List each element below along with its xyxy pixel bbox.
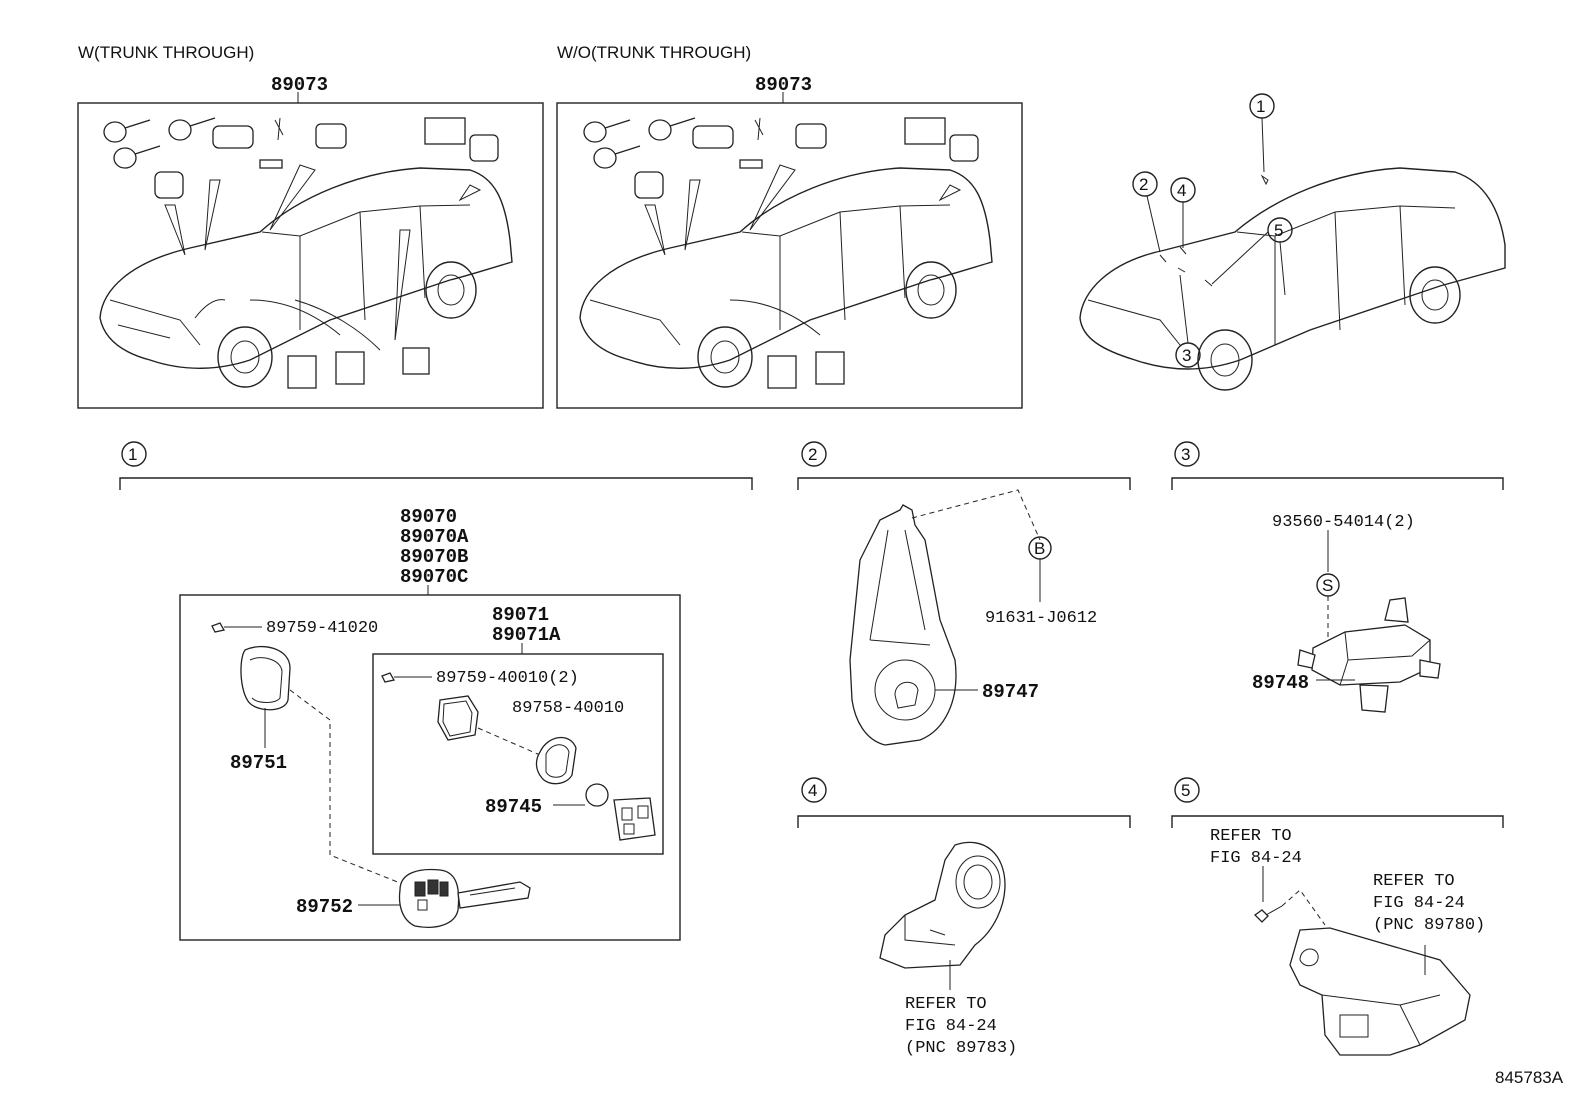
assembly-box	[179, 594, 681, 941]
locator-callouts: 1 2 3 4 5	[1132, 93, 1293, 368]
module-illustration	[1289, 927, 1471, 1056]
panel-with-trunk	[77, 102, 544, 409]
caption-without-trunk: W/O(TRUNK THROUGH)	[557, 43, 751, 62]
section-3: 3 93560-54014(2) S 89748	[1171, 441, 1504, 713]
panel-without-trunk	[556, 102, 1023, 409]
part-89758-40010: 89758-40010	[512, 699, 624, 718]
part-89759-41020: 89759-41020	[266, 619, 378, 638]
cover-illustration	[240, 646, 291, 711]
section-5-refer-right-line-3: (PNC 89780)	[1373, 916, 1485, 935]
key-illustration	[398, 868, 460, 928]
section-5-refer-right-line-2: FIG 84-24	[1373, 894, 1465, 913]
part-89071A: 89071A	[492, 624, 561, 646]
section-5-refer-top-line-1: REFER TO	[1210, 827, 1292, 846]
part-89751: 89751	[230, 752, 287, 774]
callout-4: 4	[1177, 181, 1186, 200]
callout-3: 3	[1182, 346, 1191, 365]
sensor-illustration	[1311, 624, 1431, 686]
part-89071: 89071	[492, 604, 549, 626]
bolt-symbol: B	[1034, 539, 1045, 558]
part-91631-J0612: 91631-J0612	[985, 609, 1097, 628]
figure-code: 845783A	[1495, 1068, 1564, 1087]
part-93560-54014: 93560-54014(2)	[1272, 513, 1415, 532]
section-5-marker: 5	[1181, 781, 1190, 800]
part-89745: 89745	[485, 796, 542, 818]
part-number-89073-with: 89073	[271, 74, 328, 96]
section-5-refer-top-line-2: FIG 84-24	[1210, 849, 1302, 868]
section-4-refer-line-3: (PNC 89783)	[905, 1039, 1017, 1058]
inner-assembly-box	[372, 653, 664, 855]
part-89748: 89748	[1252, 672, 1309, 694]
section-5-refer-right-line-1: REFER TO	[1373, 872, 1455, 891]
section-4-marker: 4	[808, 781, 817, 800]
part-89747: 89747	[982, 681, 1039, 703]
immobilizer-coil-illustration	[879, 841, 1006, 969]
bracket-illustration	[849, 504, 957, 746]
callout-1: 1	[1256, 97, 1265, 116]
screw-symbol: S	[1322, 576, 1333, 595]
case-ring-illustration	[535, 736, 577, 785]
part-number-89073-without: 89073	[755, 74, 812, 96]
battery-illustration	[585, 783, 609, 807]
section-2: 2 B 91631-J0612 89747	[797, 441, 1131, 746]
section-2-marker: 2	[808, 445, 817, 464]
bolt-illustration	[1253, 909, 1269, 923]
section-4: 4 REFER TO FIG 84-24 (PNC 89783)	[797, 777, 1131, 1058]
callout-2: 2	[1139, 175, 1148, 194]
part-89759-40010: 89759-40010(2)	[436, 669, 579, 688]
section-1-marker: 1	[128, 445, 137, 464]
caption-with-trunk: W(TRUNK THROUGH)	[78, 43, 254, 62]
section-4-refer-line-2: FIG 84-24	[905, 1017, 997, 1036]
section-1: 1 89070 89070A 89070B 89070C 89759-41020…	[119, 441, 753, 941]
part-89070: 89070	[400, 506, 457, 528]
section-3-marker: 3	[1181, 445, 1190, 464]
case-half-illustration	[437, 695, 479, 741]
callout-5: 5	[1274, 221, 1283, 240]
part-89070C: 89070C	[400, 566, 468, 588]
section-4-refer-line-1: REFER TO	[905, 995, 987, 1014]
part-89070A: 89070A	[400, 526, 469, 548]
section-5: 5 REFER TO FIG 84-24 REFER TO FIG 84-24 …	[1171, 777, 1504, 1056]
part-89070B: 89070B	[400, 546, 468, 568]
part-89752: 89752	[296, 896, 353, 918]
car-illustration-with-trunk	[99, 117, 513, 389]
car-illustration-without-trunk	[579, 117, 993, 389]
locator-car	[1079, 167, 1506, 391]
